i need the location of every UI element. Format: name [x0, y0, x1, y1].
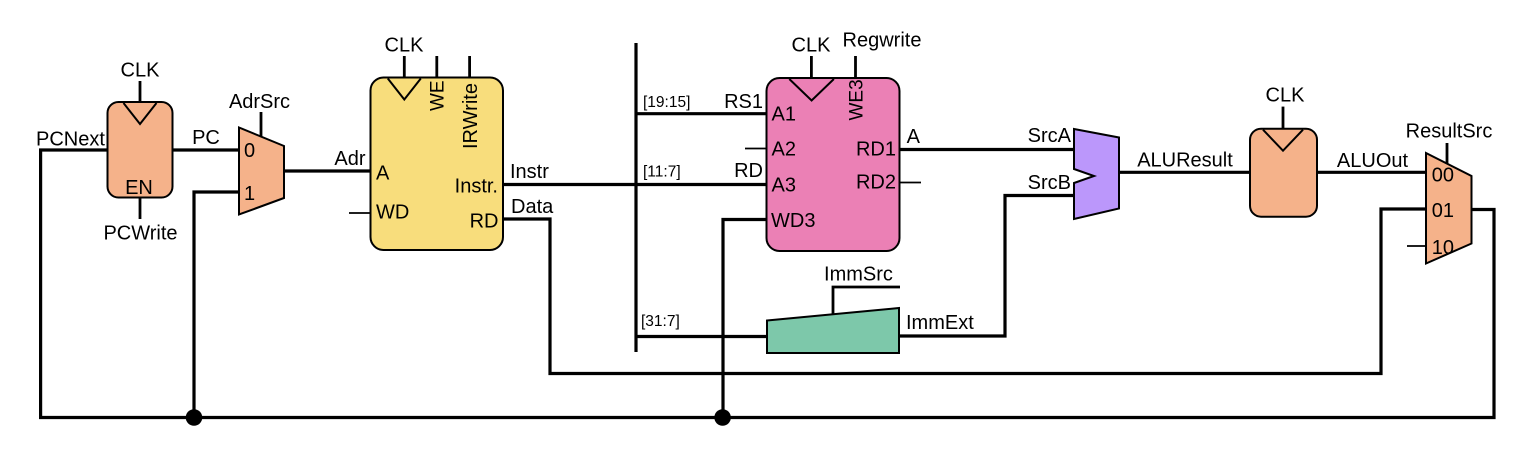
svg-text:A: A [907, 126, 921, 148]
svg-text:WE3: WE3 [847, 79, 868, 120]
svg-text:CLK: CLK [121, 60, 161, 82]
svg-text:PCNext: PCNext [36, 129, 105, 151]
svg-text:[19:15]: [19:15] [643, 94, 690, 111]
svg-text:RD: RD [470, 210, 499, 232]
svg-text:[11:7]: [11:7] [643, 164, 681, 181]
svg-text:AdrSrc: AdrSrc [229, 91, 290, 113]
svg-text:WE: WE [428, 80, 449, 111]
svg-text:CLK: CLK [385, 35, 425, 57]
svg-text:WD3: WD3 [771, 210, 815, 232]
svg-text:WD: WD [376, 202, 409, 224]
svg-text:[31:7]: [31:7] [641, 313, 680, 330]
svg-text:EN: EN [125, 177, 153, 199]
svg-text:Regwrite: Regwrite [843, 30, 922, 52]
svg-text:ImmSrc: ImmSrc [824, 264, 893, 286]
svg-text:Adr: Adr [334, 148, 365, 170]
svg-text:SrcA: SrcA [1028, 125, 1072, 147]
svg-text:01: 01 [1432, 200, 1454, 222]
svg-text:Instr.: Instr. [455, 175, 498, 197]
svg-text:A2: A2 [772, 139, 796, 161]
svg-text:PCWrite: PCWrite [103, 223, 177, 245]
svg-text:RS1: RS1 [724, 91, 763, 113]
svg-text:IRWrite: IRWrite [460, 83, 482, 149]
svg-text:CLK: CLK [792, 35, 832, 57]
svg-text:1: 1 [244, 183, 255, 205]
svg-text:Data: Data [511, 196, 554, 218]
svg-text:SrcB: SrcB [1028, 172, 1071, 194]
svg-text:A: A [376, 163, 390, 185]
svg-text:0: 0 [244, 140, 255, 162]
svg-text:CLK: CLK [1266, 85, 1306, 107]
svg-text:Instr: Instr [510, 161, 549, 183]
svg-text:ALUResult: ALUResult [1137, 150, 1233, 172]
svg-text:RD1: RD1 [856, 139, 896, 161]
svg-text:RD2: RD2 [856, 172, 896, 194]
svg-text:RD: RD [734, 160, 763, 182]
svg-text:ALUOut: ALUOut [1337, 150, 1409, 172]
svg-text:A3: A3 [772, 174, 796, 196]
svg-text:ImmExt: ImmExt [906, 312, 974, 334]
svg-text:00: 00 [1432, 165, 1454, 187]
svg-text:ResultSrc: ResultSrc [1406, 121, 1493, 143]
svg-text:PC: PC [192, 127, 220, 149]
svg-text:10: 10 [1432, 237, 1454, 259]
svg-text:A1: A1 [772, 104, 796, 126]
